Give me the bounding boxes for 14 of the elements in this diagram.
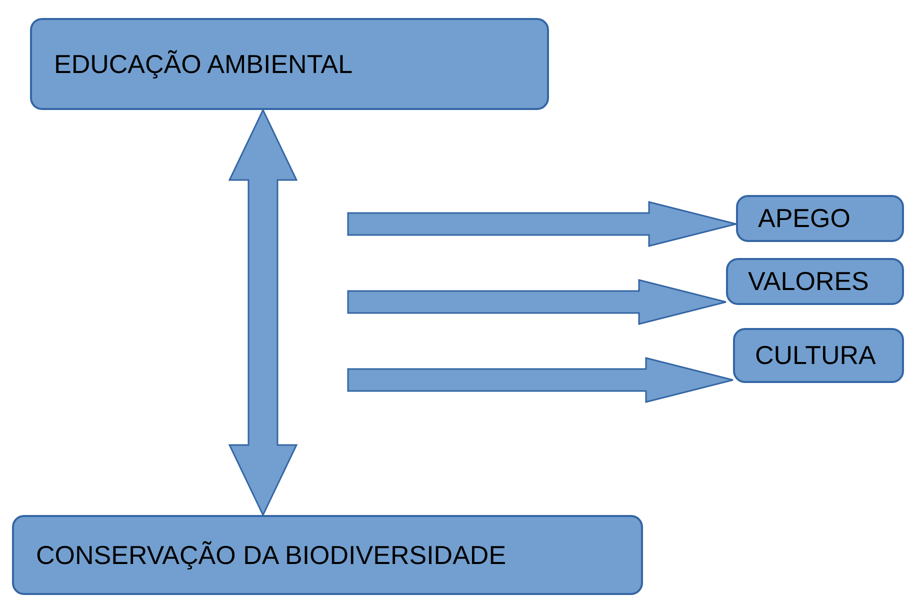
block-arrow	[347, 279, 727, 325]
process-box	[733, 328, 904, 383]
box-label: CONSERVAÇÃO DA BIODIVERSIDADE	[36, 540, 506, 570]
process-box	[12, 515, 643, 595]
box-label: VALORES	[748, 266, 869, 297]
block-arrow	[228, 108, 298, 517]
process-box	[736, 195, 904, 242]
process-box	[726, 258, 904, 305]
box-label: APEGO	[758, 203, 850, 234]
box-label: EDUCAÇÃO AMBIENTAL	[54, 48, 353, 80]
block-arrow	[347, 357, 734, 403]
process-box	[30, 18, 549, 110]
box-label: CULTURA	[755, 340, 876, 371]
block-arrow	[347, 201, 737, 247]
